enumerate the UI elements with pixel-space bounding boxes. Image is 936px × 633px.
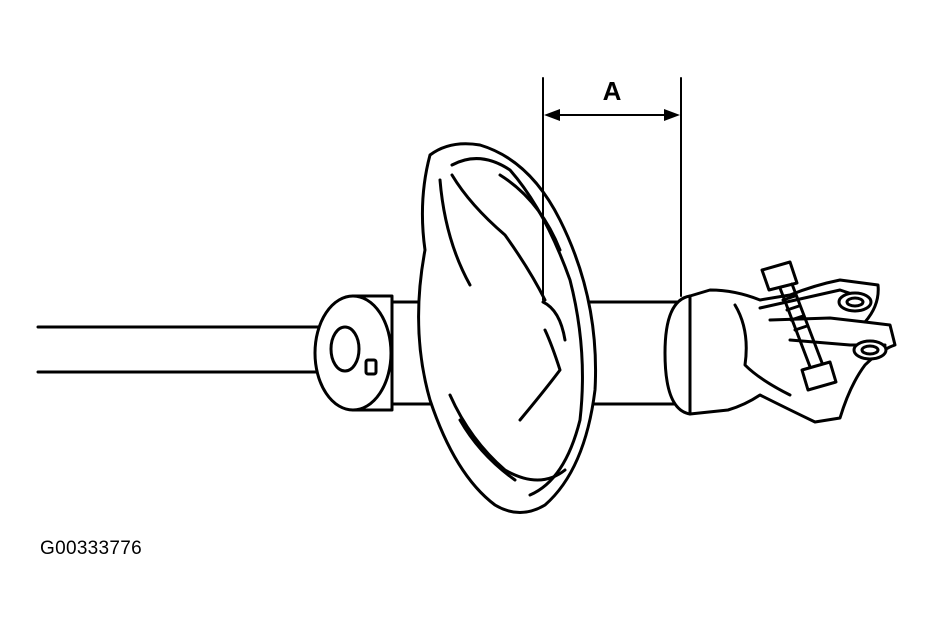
figure-id-label: G00333776 <box>40 538 143 559</box>
knuckle-bracket <box>663 278 897 424</box>
dimension-a: A <box>542 76 682 301</box>
dimension-label: A <box>603 76 622 106</box>
spring-seat <box>417 142 598 514</box>
rod-collar <box>313 294 394 412</box>
piston-rod <box>36 325 337 374</box>
pinch-bolt <box>760 260 838 392</box>
